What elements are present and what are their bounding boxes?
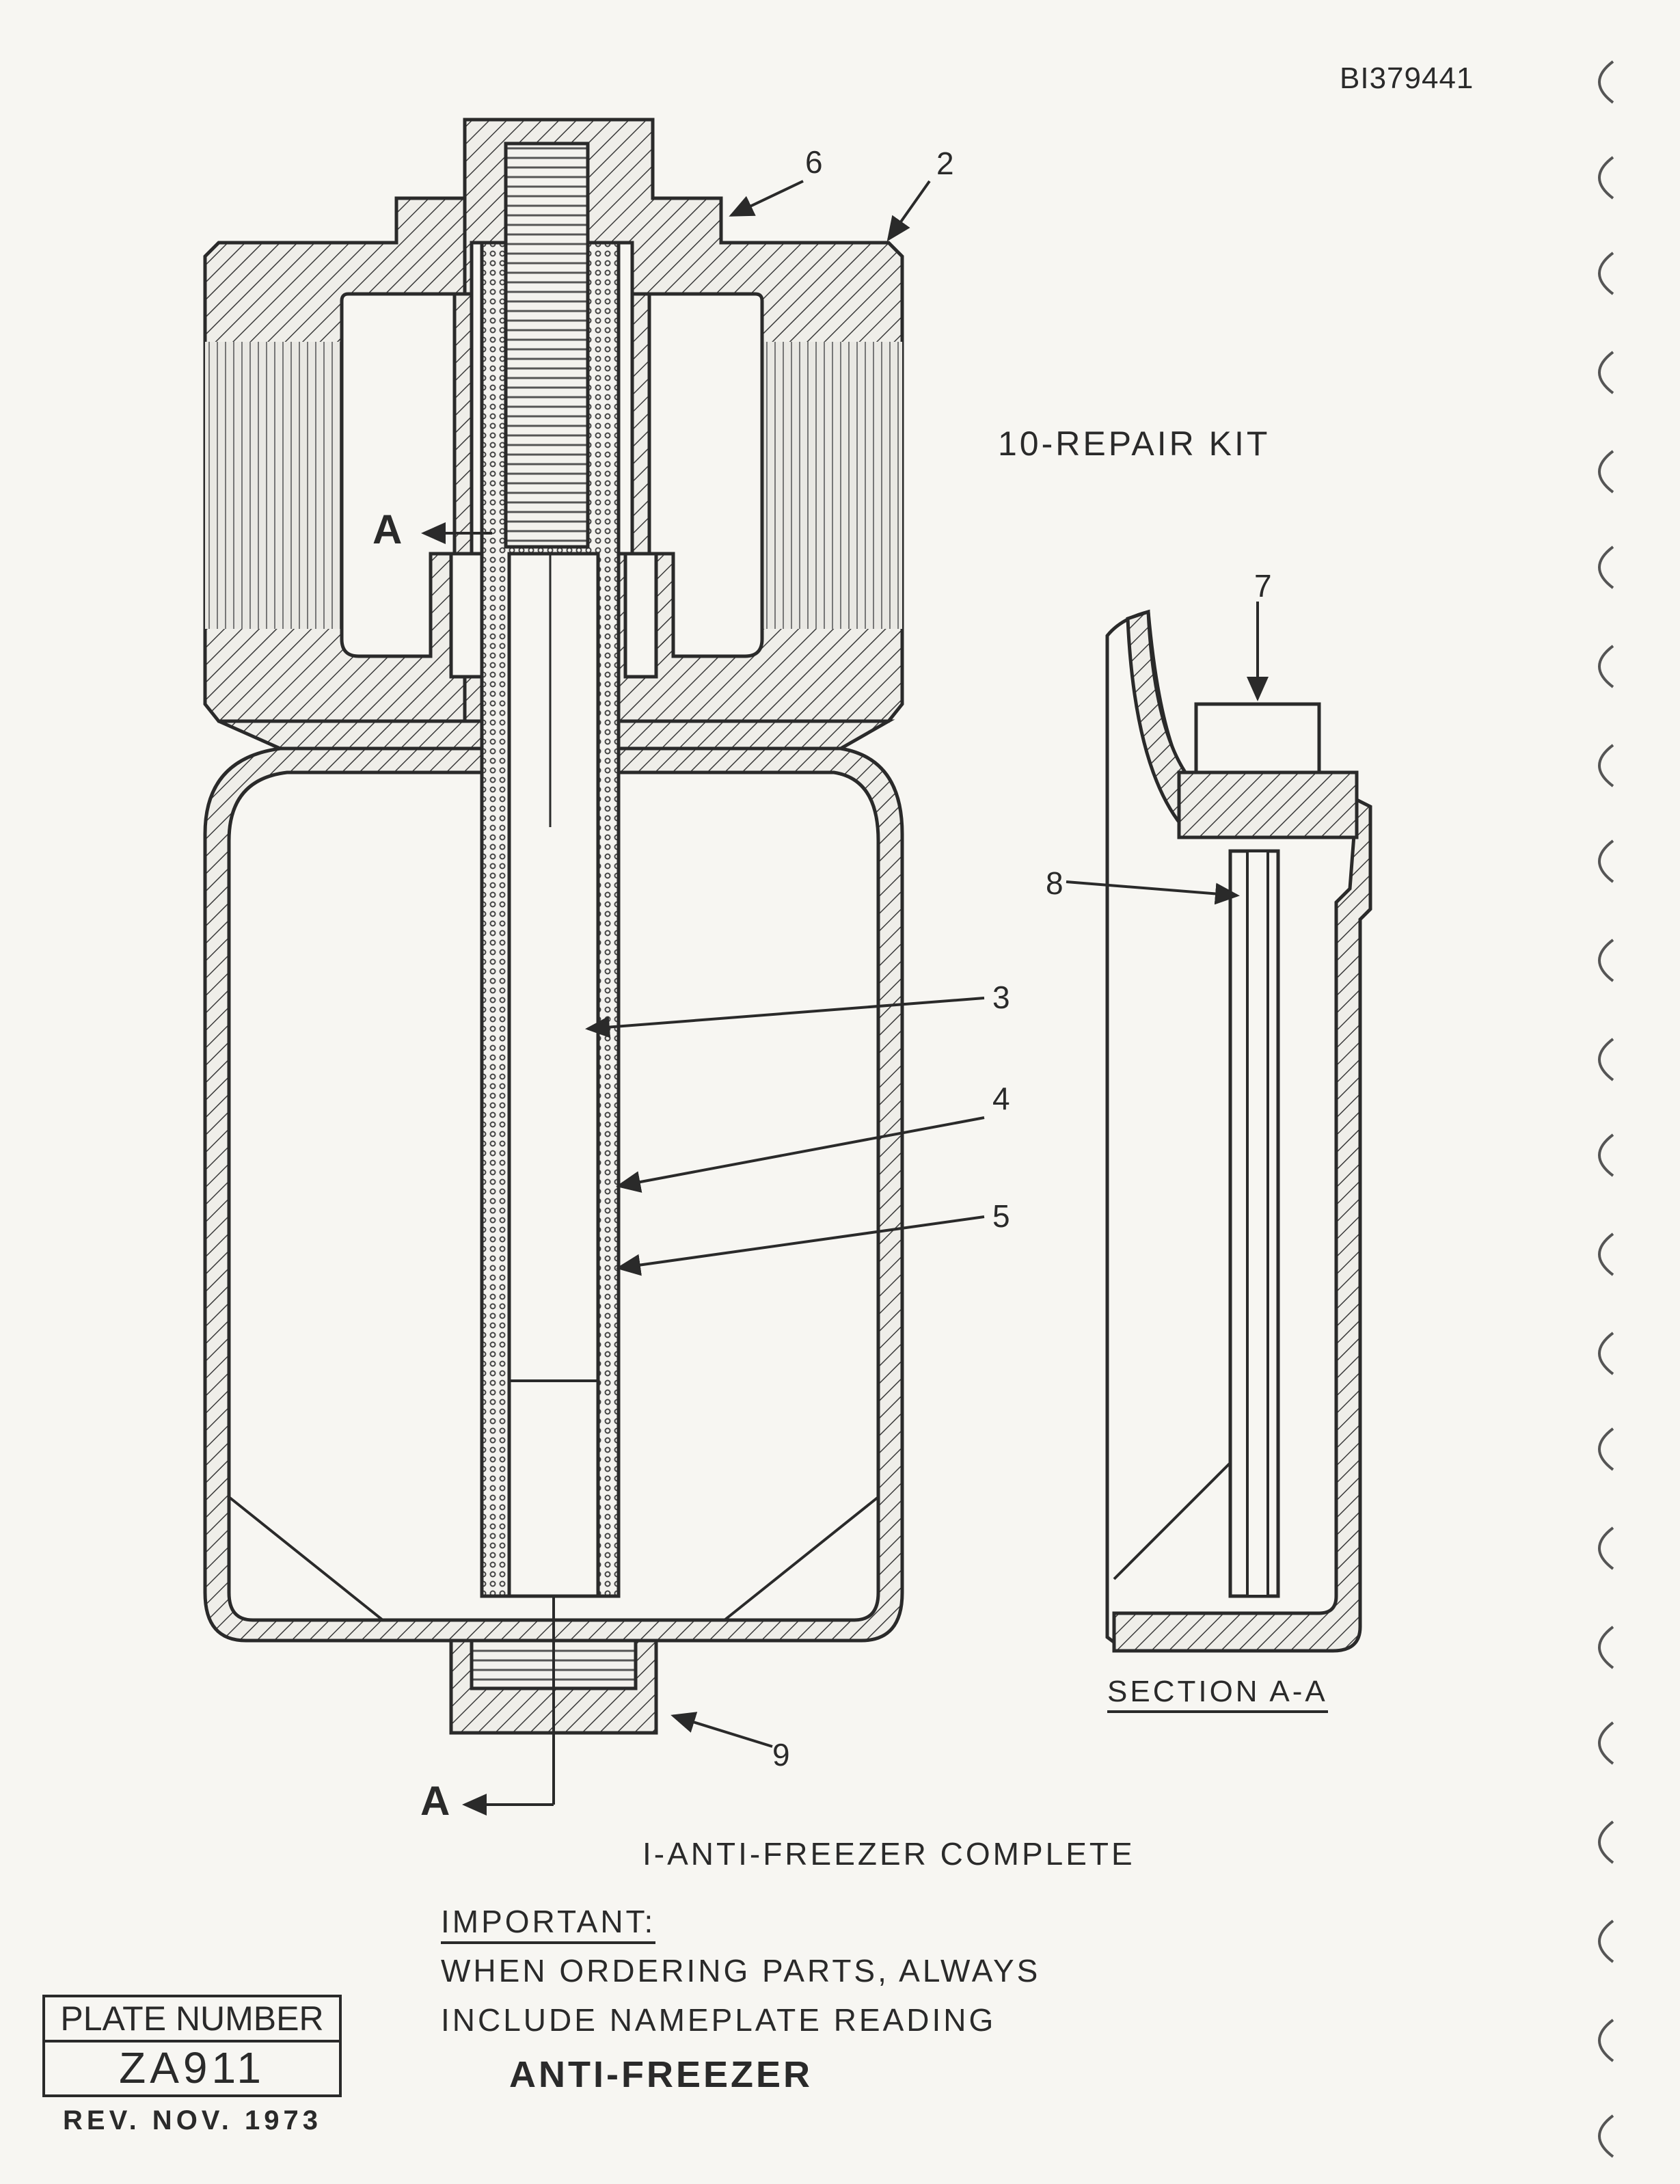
- section-a-a-view: [1105, 602, 1372, 1653]
- section-marker-bottom: A: [420, 1778, 450, 1824]
- callout-9: 9: [772, 1737, 790, 1772]
- callout-4: 4: [992, 1081, 1010, 1116]
- ordering-note: IMPORTANT: WHEN ORDERING PARTS, ALWAYS I…: [441, 1897, 1040, 2099]
- plate-number-value: ZA911: [119, 2043, 265, 2092]
- callout-5: 5: [992, 1198, 1010, 1234]
- section-marker-top: A: [372, 507, 403, 552]
- important-line-2: INCLUDE NAMEPLATE READING: [441, 2002, 997, 2038]
- binder-holes: [1598, 60, 1614, 2158]
- callout-6: 6: [805, 144, 823, 180]
- document-id: BI379441: [1340, 62, 1474, 95]
- revision-date: REV. NOV. 1973: [63, 2105, 323, 2135]
- callout-7: 7: [1254, 568, 1272, 604]
- section-a-a-label: SECTION A-A: [1107, 1675, 1328, 1713]
- nameplate-name: ANTI-FREEZER: [509, 2054, 813, 2095]
- assembly-label: I-ANTI-FREEZER COMPLETE: [642, 1836, 1135, 1872]
- callout-8: 8: [1046, 865, 1063, 901]
- callout-2: 2: [936, 146, 954, 181]
- repair-kit-label: 10-REPAIR KIT: [998, 424, 1271, 463]
- important-title: IMPORTANT:: [441, 1902, 656, 1944]
- callout-3: 3: [992, 980, 1010, 1015]
- anti-freezer-cross-section: [203, 118, 904, 1816]
- plate-number-title: PLATE NUMBER: [45, 1997, 339, 2043]
- important-line-1: WHEN ORDERING PARTS, ALWAYS: [441, 1953, 1041, 1988]
- plate-number-box: PLATE NUMBER ZA911: [42, 1995, 342, 2097]
- callout-leaders: [585, 180, 1240, 1748]
